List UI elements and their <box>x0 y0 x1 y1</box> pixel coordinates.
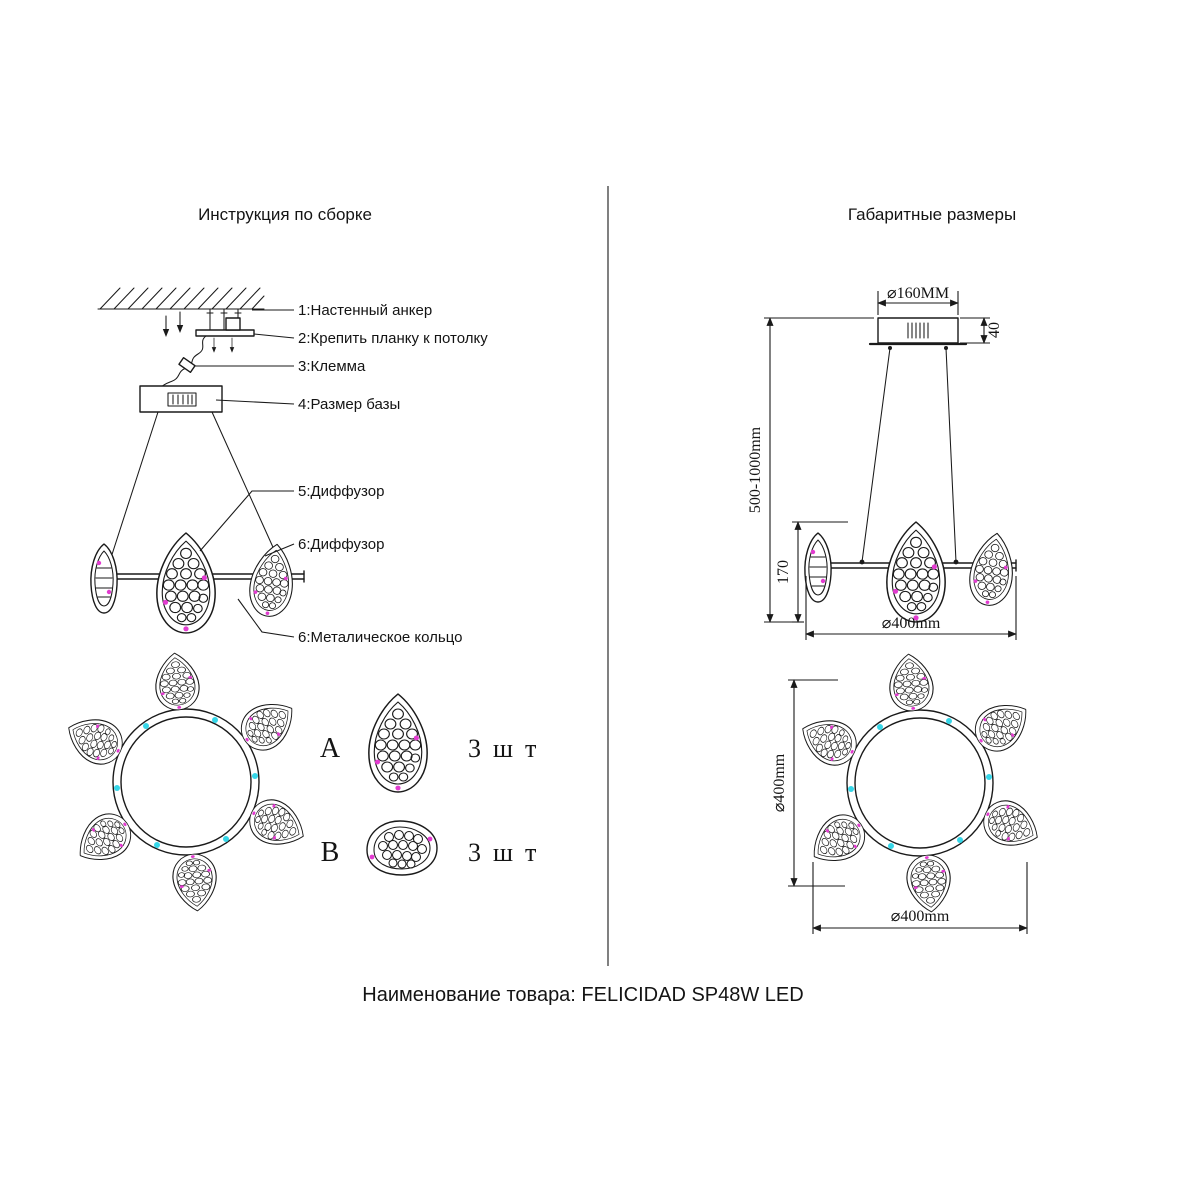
mounting-hardware <box>162 308 255 354</box>
leader-lines-left <box>194 309 295 638</box>
detail-a: A 3шт <box>320 693 548 793</box>
detail-b-qty: 3шт <box>468 838 548 867</box>
product-name: Наименование товара: FELICIDAD SP48W LED <box>362 984 803 1006</box>
top-diameter-vertical-value: ⌀400mm <box>771 753 788 812</box>
callout-diffuser-6: 6:Диффузор <box>298 536 384 553</box>
top-diameter-horizontal-value: ⌀400mm <box>891 908 950 925</box>
top-view-diffuser <box>886 651 936 714</box>
fixture-height-value: 170 <box>775 560 792 584</box>
right-panel-title: Габаритные размеры <box>848 205 1016 224</box>
top-view-diffuser <box>242 792 313 857</box>
callout-base-size: 4:Размер базы <box>298 396 400 413</box>
ceiling-hatch <box>97 287 265 310</box>
left-panel-title: Инструкция по сборке <box>198 205 372 224</box>
callout-ceiling-strap: 2:Крепить планку к потолку <box>298 330 488 347</box>
top-view-diffuser <box>152 650 202 713</box>
dim-top-diameter-horizontal: ⌀400mm <box>812 862 1028 934</box>
wire-and-clamp <box>155 335 207 394</box>
detail-b: B 3шт <box>321 820 548 876</box>
dim-suspension-length: 500-1000mm <box>747 317 874 623</box>
top-view-diffuser <box>976 793 1047 858</box>
diffuser-side-profile <box>90 543 118 614</box>
canopy-height-value: 40 <box>986 322 1003 338</box>
top-view-diffuser <box>793 708 864 773</box>
detail-a-qty: 3шт <box>468 734 548 763</box>
chandelier-side-view-left <box>90 532 305 634</box>
callout-diffuser-5: 5:Диффузор <box>298 483 384 500</box>
diffuser-front-large <box>156 532 216 634</box>
top-view-diffuser <box>67 804 140 874</box>
callout-terminal: 3:Клемма <box>298 358 366 375</box>
canopy-base-box <box>139 385 223 413</box>
detail-a-label: A <box>320 733 341 764</box>
dim-canopy-diameter: ⌀160MM <box>877 285 959 315</box>
top-view-diffuser <box>966 691 1039 761</box>
detail-b-label: B <box>321 837 340 868</box>
chandelier-top-view-left <box>59 650 313 914</box>
dim-canopy-height: 40 <box>960 317 1003 344</box>
canopy-diameter-value: ⌀160MM <box>887 285 949 302</box>
detail-a-diffuser <box>368 693 428 793</box>
canopy-front-view <box>868 317 968 350</box>
dim-top-diameter-vertical: ⌀400mm <box>771 679 845 887</box>
suspension-length-value: 500-1000mm <box>747 426 764 513</box>
diffuser-side-profile <box>804 532 832 603</box>
top-view-diffuser <box>59 707 130 772</box>
diffuser-front-large <box>886 521 946 623</box>
dim-side-diameter: ⌀400mm <box>805 576 1017 640</box>
dim-fixture-height: 170 <box>775 521 848 623</box>
callout-metal-ring: 6:Металическое кольцо <box>298 629 463 646</box>
diffuser-front-small <box>965 529 1019 609</box>
side-diameter-value: ⌀400mm <box>882 615 941 632</box>
detail-b-diffuser <box>366 820 438 876</box>
chandelier-top-view-right <box>793 651 1047 915</box>
chandelier-side-view-right <box>804 521 1019 623</box>
callout-wall-anchor: 1:Настенный анкер <box>298 302 432 319</box>
top-view-diffuser <box>170 851 220 914</box>
top-view-diffuser <box>232 690 305 760</box>
top-view-diffuser <box>904 852 954 915</box>
suspension-wires-left <box>106 411 282 571</box>
